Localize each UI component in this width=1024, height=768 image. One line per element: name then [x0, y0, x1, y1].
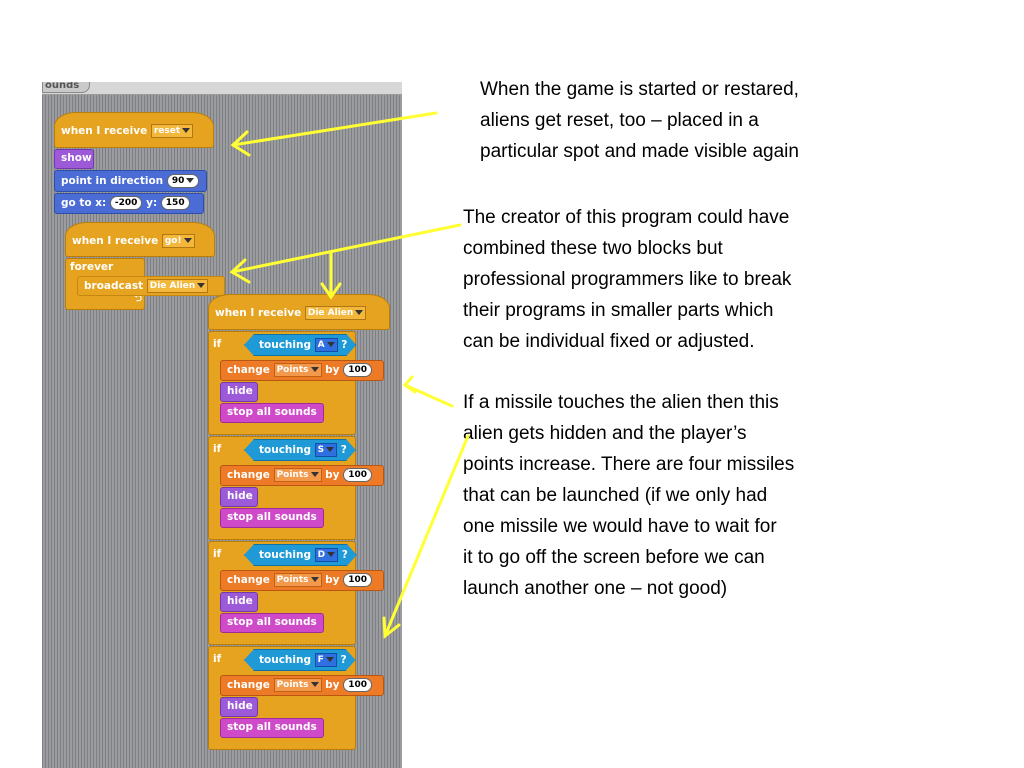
variable-dropdown-f[interactable]: Points — [273, 678, 322, 692]
loop-arrow-icon: ⮌ — [133, 293, 142, 304]
annotation-missiles: If a missile touches the alien then this… — [463, 392, 795, 599]
message-dropdown-die-alien[interactable]: Die Alien — [304, 306, 367, 320]
hide-block-s[interactable]: hide — [220, 487, 258, 507]
go-to-xy-block[interactable]: go to x: -200 y: 150 — [54, 193, 204, 214]
points-amount-s[interactable]: 100 — [343, 468, 372, 482]
variable-dropdown-d[interactable]: Points — [273, 573, 322, 587]
points-amount-f[interactable]: 100 — [343, 678, 372, 692]
hat-block-when-receive-reset[interactable]: when I receive reset — [54, 112, 214, 148]
chevron-down-icon — [326, 657, 334, 662]
stop-all-sounds-block-d[interactable]: stop all sounds — [220, 613, 324, 633]
arrow-to-broadcast — [230, 223, 462, 274]
change-points-block-f[interactable]: change Points by 100 — [220, 675, 384, 696]
message-dropdown-go[interactable]: go! — [161, 234, 195, 248]
chevron-down-icon — [182, 128, 191, 133]
show-block[interactable]: show — [54, 149, 94, 169]
touching-block-f[interactable]: touching F ? — [244, 649, 356, 671]
arrowhead-icon — [320, 282, 342, 300]
arrow-to-reset-hat — [231, 111, 438, 147]
chevron-down-icon — [310, 472, 319, 477]
annotation-reset: When the game is started or restared, al… — [480, 79, 799, 162]
arrowhead-icon — [230, 130, 251, 157]
arrow-to-if-block — [403, 383, 454, 408]
chevron-down-icon — [310, 577, 319, 582]
touching-block-s[interactable]: touching S ? — [244, 439, 356, 461]
scripts-area[interactable]: ounds when I receive reset show point in… — [42, 82, 402, 768]
change-points-block-d[interactable]: change Points by 100 — [220, 570, 384, 591]
y-value[interactable]: 150 — [160, 196, 190, 210]
broadcast-block[interactable]: broadcast Die Alien — [77, 276, 225, 296]
chevron-down-icon — [197, 283, 206, 288]
touching-block-d[interactable]: touching D ? — [244, 544, 357, 566]
arrow-to-last-if — [383, 434, 470, 638]
variable-dropdown-s[interactable]: Points — [273, 468, 322, 482]
chevron-down-icon — [355, 310, 364, 315]
arrowhead-icon — [402, 375, 417, 394]
change-points-block-a[interactable]: change Points by 100 — [220, 360, 384, 381]
stop-all-sounds-block-f[interactable]: stop all sounds — [220, 718, 324, 738]
x-value[interactable]: -200 — [109, 196, 143, 210]
message-dropdown-reset[interactable]: reset — [150, 124, 194, 138]
hide-block-d[interactable]: hide — [220, 592, 258, 612]
stop-all-sounds-block-a[interactable]: stop all sounds — [220, 403, 324, 423]
hide-block-f[interactable]: hide — [220, 697, 258, 717]
chevron-down-icon — [326, 447, 334, 452]
annotation-separate-blocks: The creator of this program could have c… — [463, 207, 792, 352]
chevron-down-icon — [186, 178, 195, 183]
sprite-dropdown-s[interactable]: S — [315, 443, 337, 457]
arrowhead-icon — [382, 616, 401, 639]
chevron-down-icon — [310, 367, 319, 372]
chevron-down-icon — [183, 238, 192, 243]
point-in-direction-block[interactable]: point in direction 90 — [54, 170, 207, 192]
chevron-down-icon — [327, 552, 335, 557]
stop-all-sounds-block-s[interactable]: stop all sounds — [220, 508, 324, 528]
hide-block-a[interactable]: hide — [220, 382, 258, 402]
direction-value[interactable]: 90 — [166, 174, 200, 188]
sprite-dropdown-d[interactable]: D — [315, 548, 338, 562]
arrowhead-icon — [229, 258, 251, 284]
broadcast-dropdown[interactable]: Die Alien — [146, 279, 209, 293]
sprite-dropdown-a[interactable]: A — [315, 338, 338, 352]
hat-block-when-receive-go[interactable]: when I receive go! — [65, 222, 215, 257]
variable-dropdown-a[interactable]: Points — [273, 363, 322, 377]
points-amount-d[interactable]: 100 — [343, 573, 372, 587]
hat-block-when-receive-die-alien[interactable]: when I receive Die Alien — [208, 294, 390, 330]
tab-strip: ounds — [42, 82, 402, 95]
sprite-dropdown-f[interactable]: F — [315, 653, 337, 667]
change-points-block-s[interactable]: change Points by 100 — [220, 465, 384, 486]
points-amount-a[interactable]: 100 — [343, 363, 372, 377]
chevron-down-icon — [310, 682, 319, 687]
chevron-down-icon — [327, 342, 335, 347]
touching-block-a[interactable]: touching A ? — [244, 334, 356, 356]
